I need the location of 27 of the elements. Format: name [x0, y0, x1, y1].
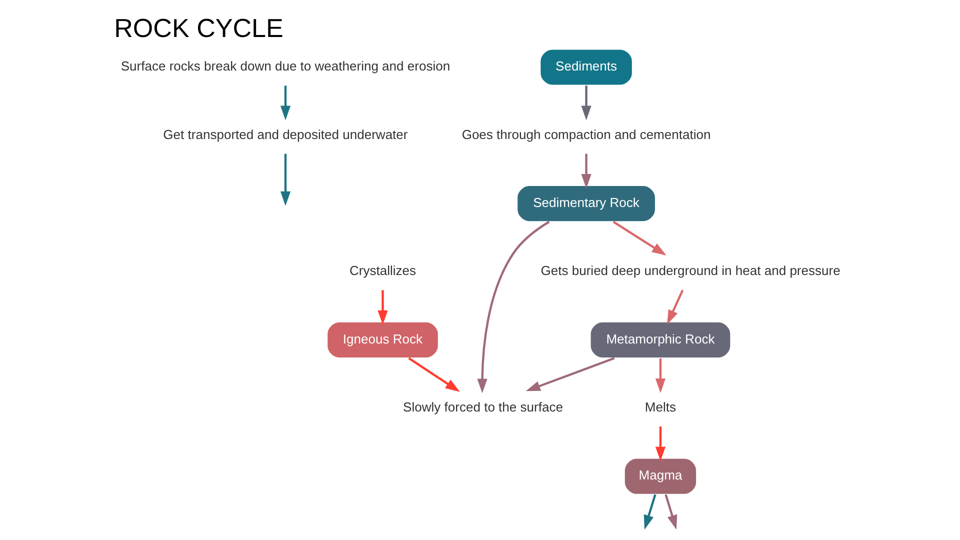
node-text: Goes through compaction and cementation	[462, 126, 711, 142]
arrow	[581, 154, 592, 188]
arrow	[655, 358, 666, 393]
arrow	[280, 154, 291, 206]
arrow	[280, 86, 291, 120]
node-box: Magma	[624, 458, 698, 495]
node-box: Sediments	[540, 48, 633, 86]
node-text: Melts	[644, 400, 676, 415]
node-text: Get transported and deposited underwater	[163, 126, 408, 142]
arrow	[664, 494, 678, 530]
node-text: Slowly forced to the surface	[403, 400, 563, 415]
arrow	[477, 220, 550, 394]
node-box: Igneous Rock	[326, 321, 439, 359]
arrow	[526, 357, 615, 392]
arrow	[378, 290, 388, 325]
arrow	[644, 494, 656, 530]
node-box: Sedimentary Rock	[516, 185, 656, 222]
arrow	[581, 86, 592, 120]
node-text: Crystallizes	[349, 263, 416, 278]
node-text: Gets buried deep underground in heat and pressure	[540, 263, 840, 278]
node-text: Surface rocks break down due to weathering and erosion	[120, 58, 450, 74]
arrow	[408, 357, 460, 392]
diagram-title: ROCK CYCLE	[114, 12, 284, 43]
arrow	[667, 290, 684, 324]
arrow	[655, 426, 666, 462]
arrow	[612, 220, 666, 256]
node-box: Metamorphic Rock	[590, 321, 732, 359]
